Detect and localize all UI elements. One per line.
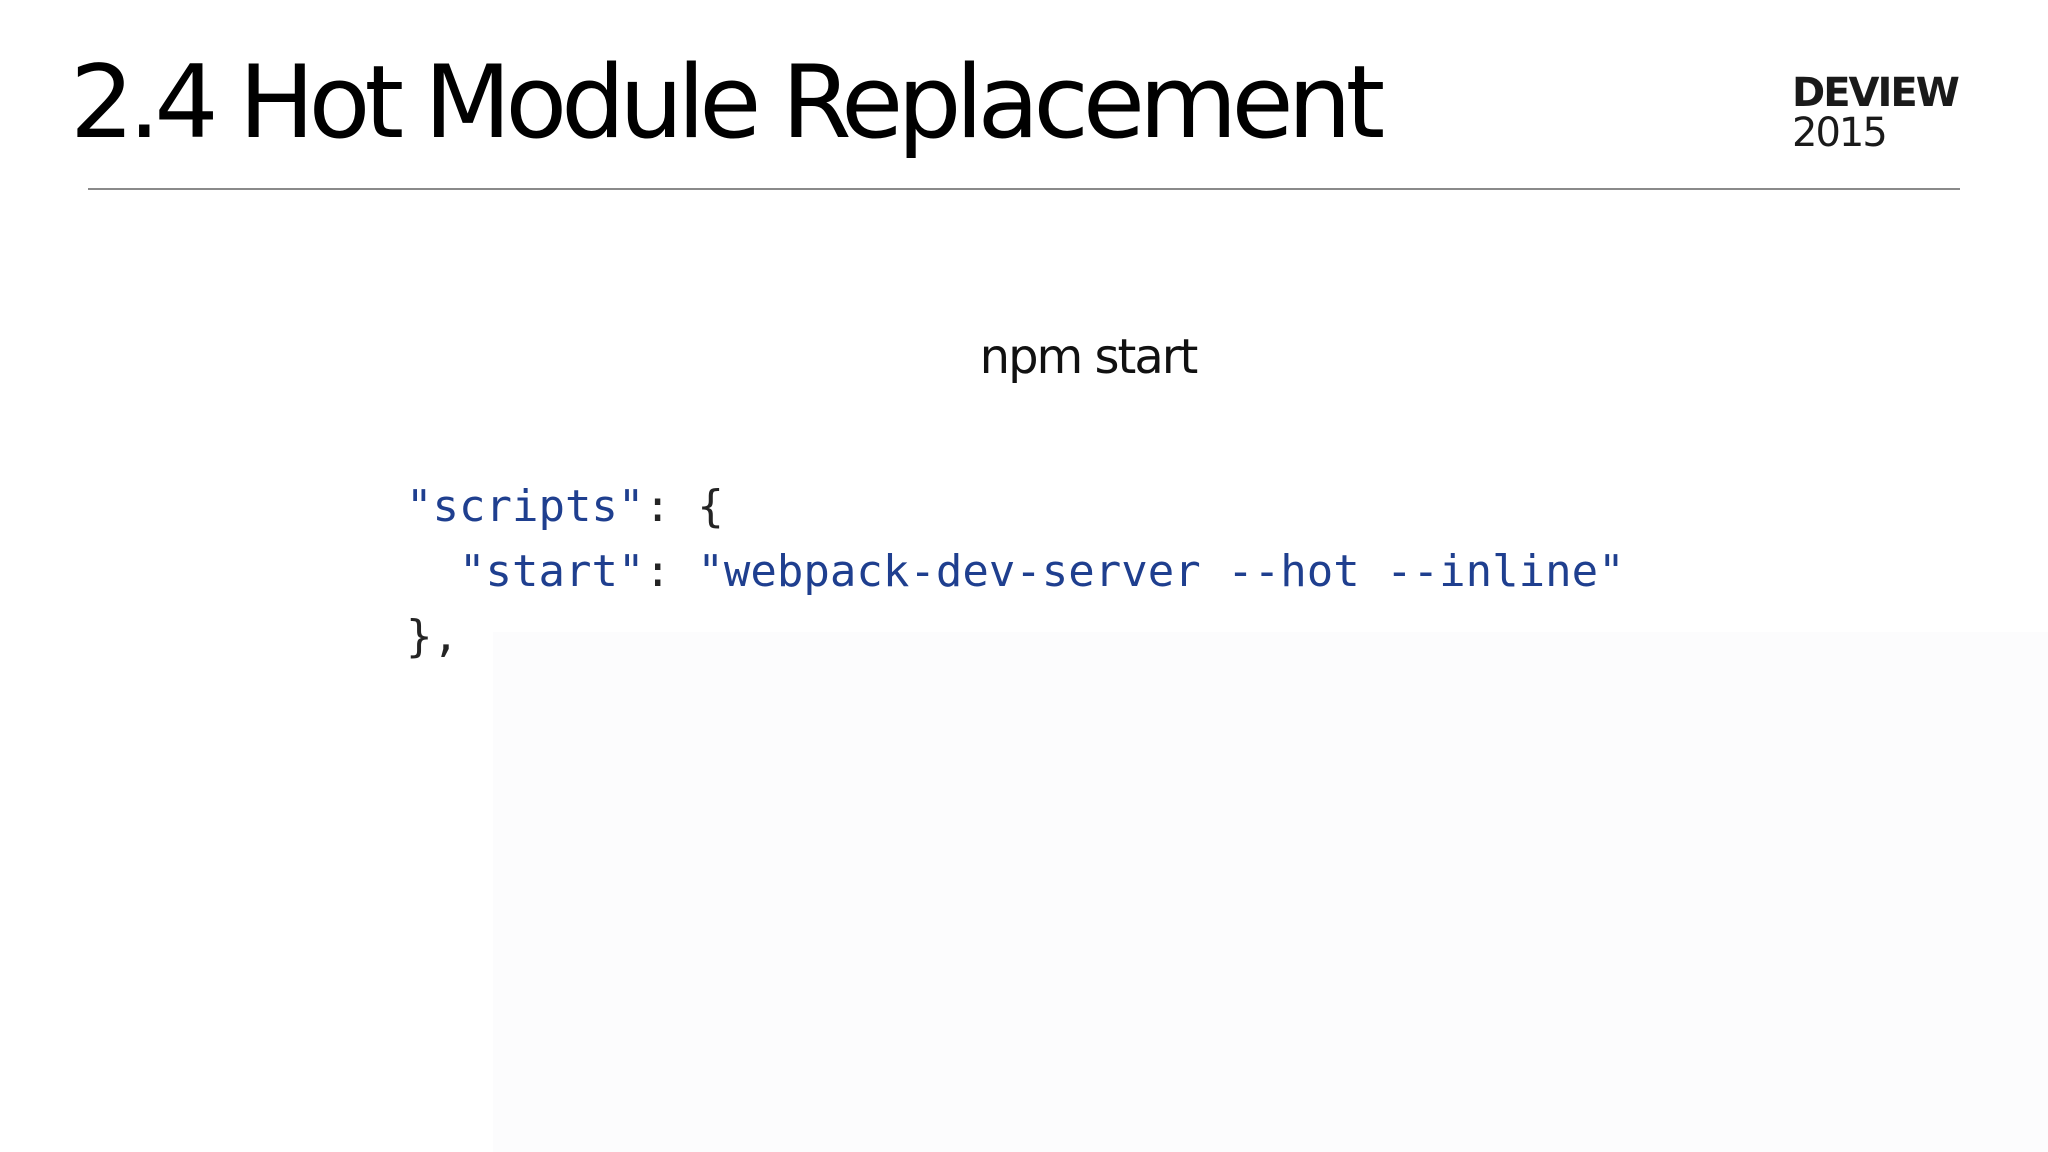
code-background — [493, 632, 2048, 1152]
package-json-snippet: "scripts": {"start": "webpack-dev-server… — [406, 474, 1706, 669]
brand-name: DEVIEW — [1792, 70, 1960, 116]
scripts-key: "scripts" — [406, 481, 645, 532]
scripts-object-close: }, — [406, 611, 459, 662]
code-line-start: "start": "webpack-dev-server --hot --inl… — [406, 539, 1706, 604]
command-heading: npm start — [979, 329, 1199, 385]
deview-logo: DEVIEW 2015 — [1792, 72, 1962, 154]
start-command-value: "webpack-dev-server --hot --inline" — [697, 546, 1625, 597]
slide-title: 2.4 Hot Module Replacement — [70, 43, 1385, 161]
code-line-closing: }, — [406, 604, 1706, 669]
code-line-scripts: "scripts": { — [406, 474, 1706, 539]
scripts-object-open: : { — [644, 481, 724, 532]
start-separator: : — [644, 546, 698, 597]
brand-year: 2015 — [1792, 110, 1888, 156]
title-divider — [88, 188, 1960, 190]
start-key: "start" — [459, 546, 645, 597]
